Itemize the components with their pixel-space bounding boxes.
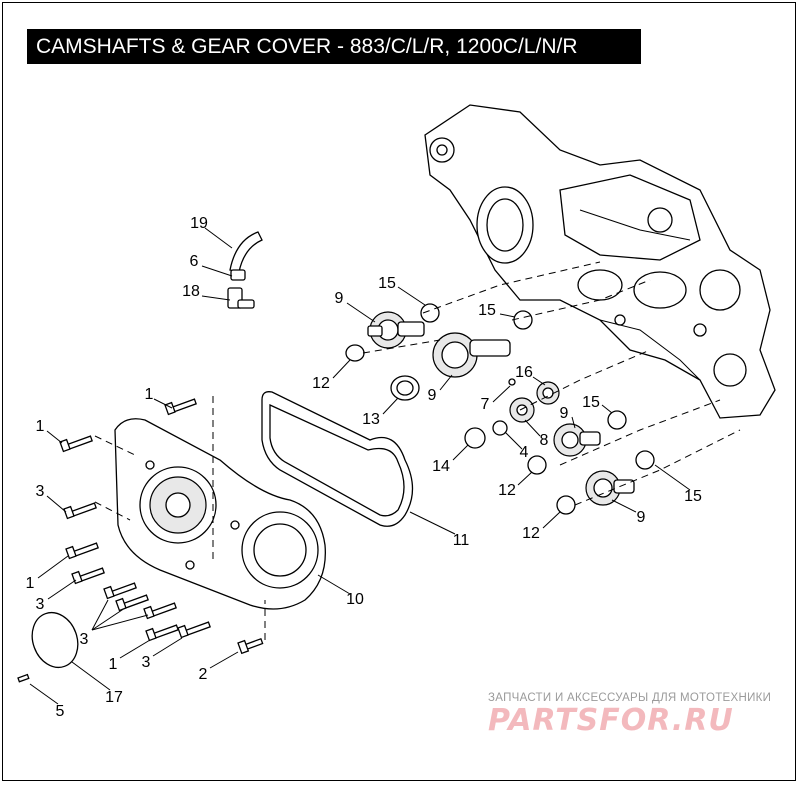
watermark-logo: PARTSFOR.RU: [488, 703, 734, 738]
callout-9: 9: [637, 509, 646, 526]
callout-4: 4: [520, 444, 529, 461]
screw: [65, 542, 99, 560]
callout-10: 10: [346, 591, 364, 608]
screw: [115, 594, 149, 612]
callout-9: 9: [560, 405, 569, 422]
camshaft-gear-1: [367, 311, 425, 349]
screw: [63, 502, 97, 520]
callout-19: 19: [190, 215, 208, 232]
screw: [177, 621, 211, 639]
callout-15: 15: [378, 275, 396, 292]
callout-14: 14: [432, 458, 450, 475]
cover-screws: [17, 398, 264, 683]
camshaft-gear-4: [585, 470, 635, 506]
callout-15: 15: [478, 302, 496, 319]
callout-16: 16: [515, 364, 533, 381]
camshaft-gear-2: [432, 332, 511, 378]
page-title: CAMSHAFTS & GEAR COVER - 883/C/L/R, 1200…: [27, 29, 641, 64]
callout-1: 1: [36, 418, 45, 435]
camshaft-gear-3: [553, 423, 601, 457]
callout-17: 17: [105, 689, 123, 706]
callout-9: 9: [335, 290, 344, 307]
leader-lines: [29, 227, 691, 705]
screw: [237, 638, 264, 655]
gear-cover: [114, 418, 326, 610]
callout-7: 7: [481, 396, 490, 413]
gear-cover-gasket: [261, 391, 414, 527]
screw: [71, 567, 105, 585]
callout-3: 3: [36, 483, 45, 500]
callout-2: 2: [199, 666, 208, 683]
callout-3: 3: [36, 596, 45, 613]
callout-12: 12: [498, 482, 516, 499]
screw: [59, 435, 93, 453]
callout-12: 12: [312, 375, 330, 392]
callout-3: 3: [80, 631, 89, 648]
oil-pump-drive-gear: [536, 381, 560, 405]
callout-15: 15: [582, 394, 600, 411]
alignment-lines: [94, 261, 741, 640]
callout-11: 11: [453, 532, 470, 549]
screw: [143, 602, 177, 620]
screw: [145, 624, 179, 642]
callout-5: 5: [56, 703, 65, 720]
screw-small: [17, 673, 30, 683]
callout-12: 12: [522, 525, 540, 542]
callout-1: 1: [26, 575, 35, 592]
callout-9: 9: [428, 387, 437, 404]
callout-1: 1: [145, 386, 154, 403]
callout-6: 6: [190, 253, 199, 270]
callout-13: 13: [362, 411, 380, 428]
callout-1: 1: [109, 656, 118, 673]
timer-cover-plate: [31, 611, 79, 669]
watermark-subtitle: ЗАПЧАСТИ И АКСЕССУАРЫ ДЛЯ МОТОТЕХНИКИ: [488, 692, 772, 704]
crankcase: [424, 104, 776, 419]
callout-3: 3: [142, 654, 151, 671]
callout-18: 18: [182, 283, 200, 300]
pinion-gear: [509, 397, 535, 423]
callout-8: 8: [540, 432, 549, 449]
callout-15: 15: [684, 488, 702, 505]
screw: [103, 582, 137, 600]
breather-assembly: [227, 231, 263, 309]
